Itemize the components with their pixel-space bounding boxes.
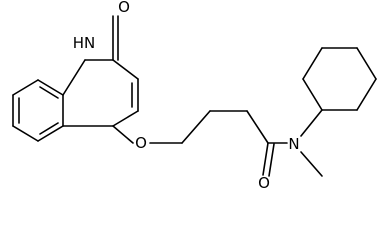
- lactam-carbonyl: [112, 15, 119, 61]
- bond: [62, 59, 86, 96]
- amide-oxygen-label: O: [258, 174, 270, 190]
- bond: [112, 125, 134, 144]
- bond-double: [268, 143, 275, 177]
- bond: [262, 142, 269, 176]
- benzene-ring: [12, 79, 64, 142]
- amide-nitrogen-label: N: [288, 135, 299, 153]
- bond-double-inner: [39, 86, 59, 99]
- bond: [246, 110, 269, 144]
- chemical-structure-diagram: HN O O O N: [12, 0, 377, 190]
- bond: [302, 78, 323, 111]
- bond: [12, 79, 39, 96]
- bond: [112, 110, 139, 127]
- bond: [356, 47, 377, 80]
- cyclohexane-ring: [302, 47, 377, 111]
- bond: [356, 78, 377, 111]
- bond: [302, 47, 323, 80]
- bond: [37, 125, 64, 142]
- bond-to-cyclohexyl: [300, 109, 323, 137]
- ether-oxygen-label: O: [135, 134, 147, 152]
- amide-nitrogen-substituents: [267, 109, 323, 177]
- bond: [12, 125, 39, 142]
- side-chain: [112, 110, 269, 144]
- structure-canvas: HN O O O N: [12, 0, 377, 190]
- ring-carbonyl-oxygen-label: O: [118, 0, 130, 16]
- bond: [37, 79, 64, 96]
- amide-carbonyl: [262, 142, 275, 177]
- atom-labels: HN O O O N: [73, 0, 300, 190]
- bond-double-inner: [39, 122, 59, 135]
- bond: [181, 110, 211, 144]
- bond-methyl: [300, 151, 323, 177]
- bond: [112, 59, 139, 80]
- lactam-nh-label: HN: [73, 34, 96, 52]
- pyridinone-ring: [62, 59, 139, 127]
